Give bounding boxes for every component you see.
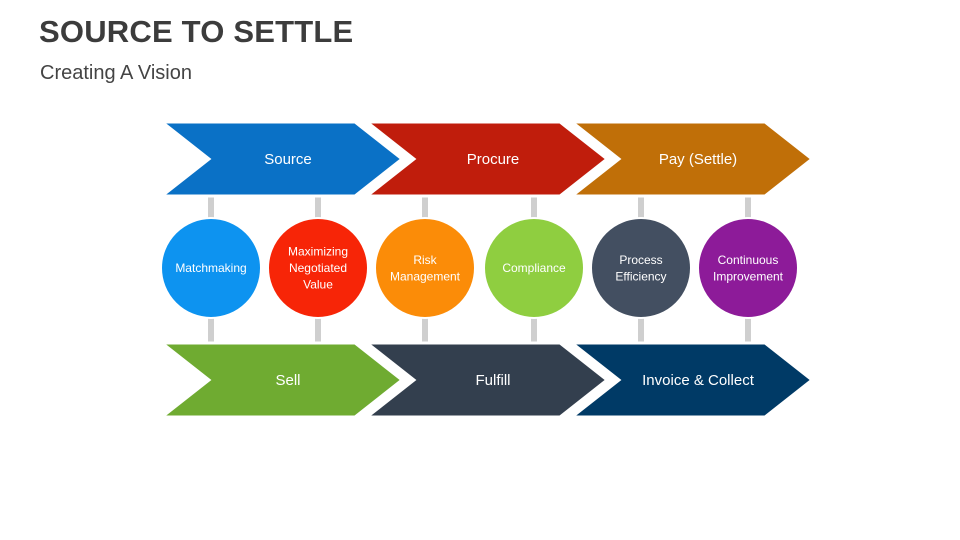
top-chevron-row: Source Procure Pay (Settle) (157, 120, 815, 198)
circle-label-line: Matchmaking (175, 261, 246, 275)
chevron-shape (157, 120, 405, 198)
circle-node-3: Compliance (483, 217, 585, 319)
bottom-chevron-2: Invoice & Collect (567, 341, 815, 419)
circle-label-line: Continuous (718, 253, 779, 267)
circle-label-line: Risk (413, 253, 437, 267)
circle-label-line: Management (390, 269, 461, 283)
chevron-label: Invoice & Collect (642, 372, 755, 389)
top-chevron-0: Source (157, 120, 405, 198)
circle-shape (697, 217, 799, 319)
chevron-label: Sell (275, 372, 300, 389)
chevron-shape (362, 120, 610, 198)
circle-shape (590, 217, 692, 319)
circle-label-line: Compliance (502, 261, 566, 275)
chevron-label: Fulfill (475, 372, 510, 389)
circle-shape (483, 217, 585, 319)
circle-label-line: Value (303, 278, 333, 292)
circle-shape (374, 217, 476, 319)
page-title: SOURCE TO SETTLE (39, 14, 354, 49)
chevron-label: Source (264, 151, 312, 168)
circle-shape (267, 217, 369, 319)
chevron-label: Pay (Settle) (659, 151, 737, 168)
chevron-shape (567, 120, 815, 198)
chevron-label: Procure (467, 151, 520, 168)
circle-label: Matchmaking (175, 261, 246, 275)
top-chevron-2: Pay (Settle) (567, 120, 815, 198)
chevron-shape (362, 341, 610, 419)
circle-label: Compliance (502, 261, 566, 275)
chevron-shape (567, 341, 815, 419)
circle-node-0: Matchmaking (160, 217, 262, 319)
bottom-chevron-0: Sell (157, 341, 405, 419)
page-subtitle: Creating A Vision (40, 62, 192, 84)
circle-label-line: Negotiated (289, 261, 347, 275)
circle-label-line: Maximizing (288, 245, 348, 259)
bottom-chevron-row: Sell Fulfill Invoice & Collect (157, 341, 815, 419)
bottom-chevron-1: Fulfill (362, 341, 610, 419)
circle-label-line: Improvement (713, 269, 784, 283)
chevron-shape (157, 341, 405, 419)
circle-shape (160, 217, 262, 319)
circle-label-line: Process (619, 253, 662, 267)
top-chevron-1: Procure (362, 120, 610, 198)
circle-label-line: Efficiency (615, 269, 666, 283)
